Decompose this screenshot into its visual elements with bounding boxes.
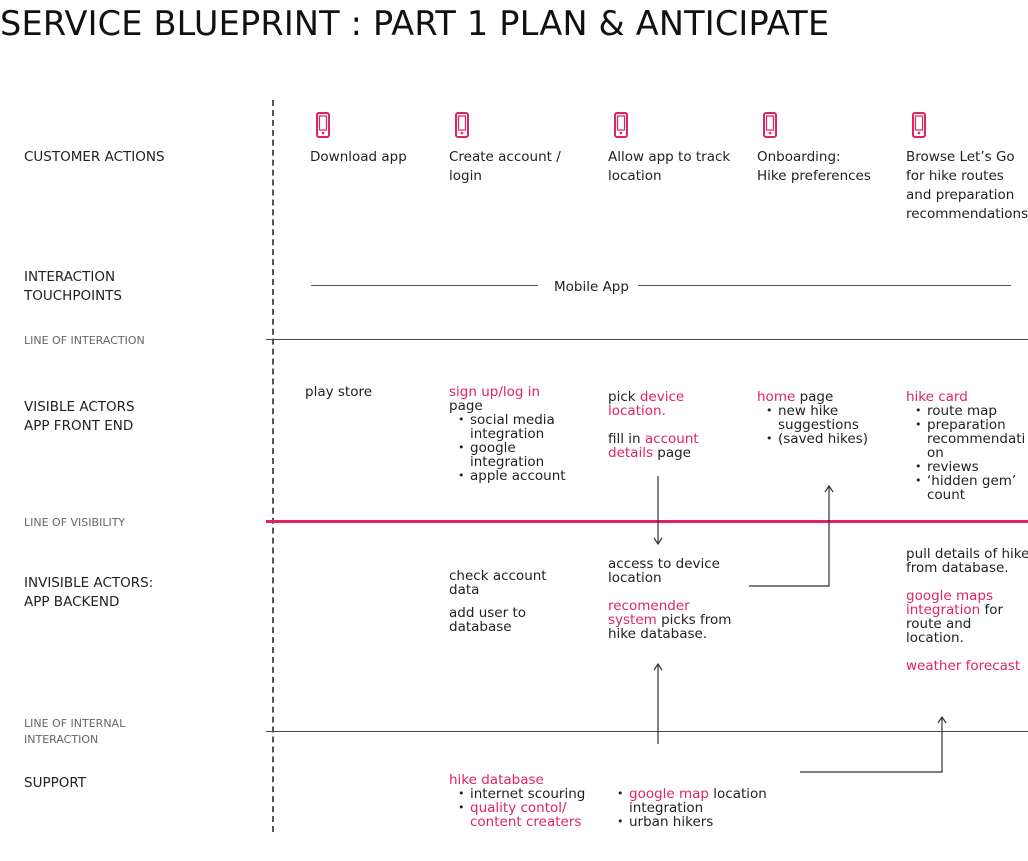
invisible-actor-recommender: access to device location recomender sys…	[608, 556, 732, 642]
action-text: login	[449, 168, 482, 184]
action-text: Allow app to track	[608, 149, 731, 165]
signup-page-label: sign up/log in	[449, 384, 541, 400]
row-label-support: SUPPORT	[24, 775, 87, 791]
signup-page-suffix: page	[449, 398, 483, 414]
customer-action-onboarding: Onboarding: Hike preferences	[757, 148, 871, 186]
list-item: reviews	[915, 460, 1025, 474]
visible-actor-hike-card: hike card route map preparationrecommend…	[906, 390, 1025, 502]
customer-action-download: Download app	[310, 148, 407, 167]
column-divider	[272, 100, 274, 832]
customer-action-browse: Browse Let’s Go for hike routes and prep…	[906, 148, 1028, 224]
action-text: Create account /	[449, 149, 561, 165]
line-label-visibility: LINE OF VISIBILITY	[24, 516, 126, 529]
row-label-customer-actions: CUSTOMER ACTIONS	[24, 149, 165, 165]
elbow-connector-home	[749, 487, 830, 587]
line-label-internal-2: INTERACTION	[24, 733, 99, 746]
action-text: Onboarding:	[757, 149, 841, 165]
list-item: apple account	[458, 469, 565, 483]
action-text: Hike preferences	[757, 168, 871, 184]
visible-actor-device-location: pick device location. fill in account de…	[608, 389, 699, 461]
line-of-visibility	[266, 520, 1028, 523]
touchpoint-line-right	[638, 285, 1011, 286]
mobile-phone-icon	[912, 112, 926, 138]
list-item: urban hikers	[617, 815, 767, 829]
list-item: ‘hidden gem’count	[915, 474, 1025, 502]
action-text: location	[608, 168, 662, 184]
list-item: internet scouring	[458, 787, 585, 801]
customer-action-allow-tracking: Allow app to track location	[608, 148, 730, 186]
invisible-actor-hike-details: pull details of hike from database. goog…	[906, 546, 1028, 674]
visible-actor-play-store: play store	[305, 384, 373, 400]
action-text: for hike routes	[906, 168, 1004, 184]
list-item: quality contol/content creaters	[458, 801, 585, 829]
line-label-internal-1: LINE OF INTERNAL	[24, 717, 126, 730]
support-hike-database: hike database internet scouring quality …	[449, 773, 585, 829]
elbow-arrow-head-maps	[937, 715, 947, 724]
arrow-down-head	[653, 537, 663, 546]
invisible-actor-account: check account data add user to database	[449, 568, 547, 635]
row-label-visible-1: VISIBLE ACTORS	[24, 399, 135, 415]
mobile-phone-icon	[614, 112, 628, 138]
elbow-connector-maps	[800, 718, 943, 773]
mobile-phone-icon	[763, 112, 777, 138]
action-text: and preparation	[906, 187, 1015, 203]
action-text: Browse Let’s Go	[906, 149, 1015, 165]
mobile-phone-icon	[455, 112, 469, 138]
row-label-visible-2: APP FRONT END	[24, 418, 134, 434]
list-item: (saved hikes)	[766, 432, 868, 446]
visible-actor-signup: sign up/log in page social mediaintegrat…	[449, 385, 566, 483]
row-label-invisible-2: APP BACKEND	[24, 594, 120, 610]
line-of-interaction	[266, 339, 1028, 340]
line-label-interaction: LINE OF INTERACTION	[24, 334, 145, 347]
row-label-touchpoints-2: TOUCHPOINTS	[24, 288, 122, 304]
action-text: Download app	[310, 149, 407, 165]
arrow-up-head	[653, 662, 663, 671]
touchpoint-line-left	[311, 285, 538, 286]
customer-action-create-account: Create account / login	[449, 148, 561, 186]
mobile-phone-icon	[316, 112, 330, 138]
page-title: SERVICE BLUEPRINT : PART 1 PLAN & ANTICI…	[0, 4, 830, 43]
row-label-touchpoints-1: INTERACTION	[24, 269, 116, 285]
touchpoint-label: Mobile App	[554, 279, 629, 295]
action-text: recommendations	[906, 206, 1028, 222]
line-of-internal-interaction	[266, 731, 1028, 732]
list-item: route map	[915, 404, 1025, 418]
elbow-arrow-head-home	[824, 484, 834, 493]
row-label-invisible-1: INVISIBLE ACTORS:	[24, 575, 154, 591]
